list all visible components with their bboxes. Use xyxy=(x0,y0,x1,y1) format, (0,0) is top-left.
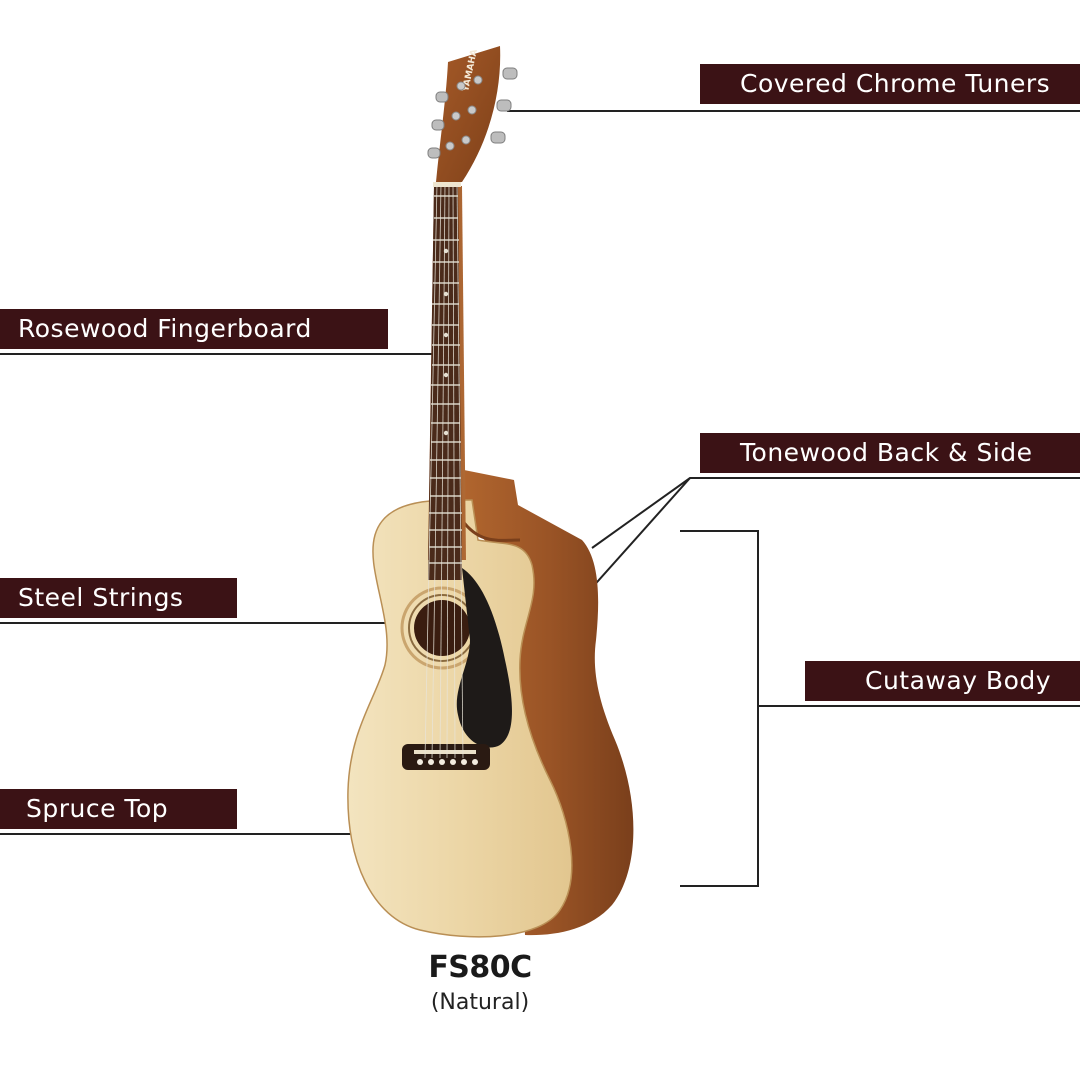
model-finish: (Natural) xyxy=(430,990,530,1015)
leader-lines xyxy=(0,110,1080,887)
leader-line-back-side xyxy=(591,477,1080,549)
saddle xyxy=(414,750,476,754)
label-covered-chrome-tuners: Covered Chrome Tuners xyxy=(700,64,1080,104)
tuner-pegs xyxy=(445,75,483,151)
guitar-illustration: YAMAHA xyxy=(347,46,634,938)
label-cutaway-body: Cutaway Body xyxy=(805,661,1080,701)
cutaway-bracket xyxy=(680,530,759,887)
bridge-pins xyxy=(417,759,478,765)
model-name: FS80C xyxy=(428,950,532,985)
label-rosewood-fingerboard: Rosewood Fingerboard xyxy=(0,309,388,349)
pickguard xyxy=(456,568,512,748)
guitar-cutaway-edge xyxy=(460,519,521,542)
nut xyxy=(433,182,461,187)
frets xyxy=(429,195,462,564)
label-tonewood-back-side: Tonewood Back & Side xyxy=(700,433,1080,473)
strings xyxy=(424,183,464,759)
label-steel-strings: Steel Strings xyxy=(0,578,237,618)
guitar-side-back xyxy=(464,470,634,936)
tuner-buttons xyxy=(427,67,518,159)
bridge xyxy=(402,744,490,770)
label-spruce-top: Spruce Top xyxy=(0,789,237,829)
fret-inlays xyxy=(443,248,449,436)
